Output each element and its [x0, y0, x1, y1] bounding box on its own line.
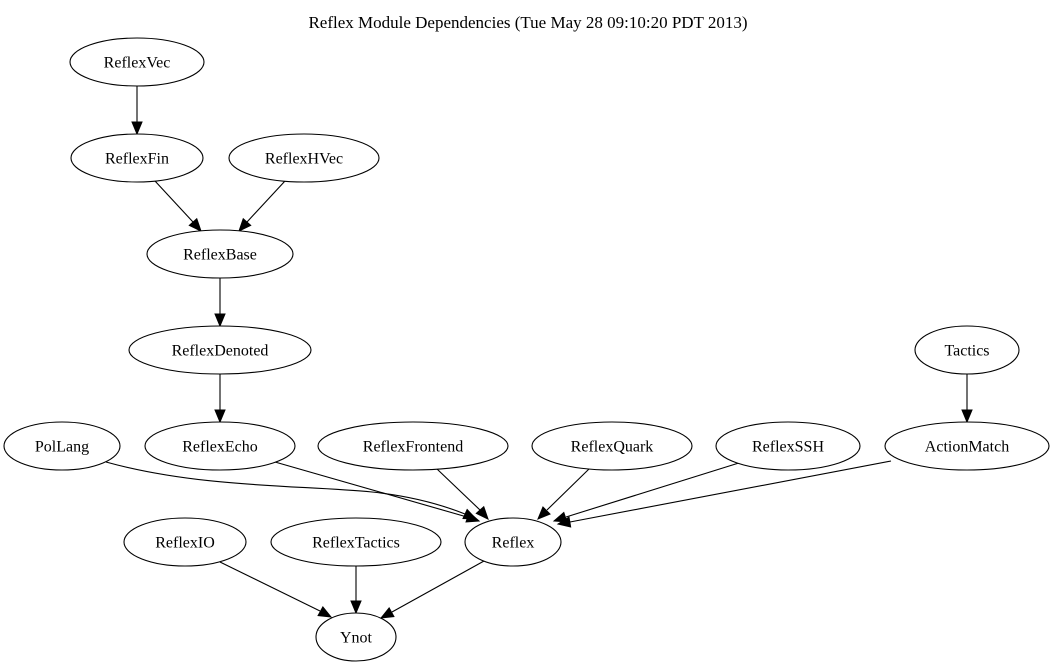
arrowhead-icon	[552, 511, 568, 523]
edge-reflexssh-to-reflex	[552, 461, 743, 523]
arrowhead-icon	[556, 516, 572, 528]
node-actionmatch-label: ActionMatch	[925, 439, 1009, 456]
node-reflextactics-shape	[270, 517, 442, 567]
node-pollang[interactable]: PolLang	[3, 421, 121, 471]
edge-line	[436, 468, 481, 511]
node-ynot[interactable]: Ynot	[315, 612, 397, 662]
node-ynot-shape	[315, 612, 397, 662]
edge-tactics-to-actionmatch	[961, 374, 973, 424]
node-pollang-shape	[3, 421, 121, 471]
edge-reflexvec-to-reflexfin	[131, 86, 143, 136]
arrowhead-icon	[238, 217, 252, 232]
edge-line	[274, 461, 468, 518]
edge-reflexbase-to-reflexdenoted	[214, 278, 226, 328]
arrowhead-icon	[214, 313, 226, 328]
node-reflexdenoted-label: ReflexDenoted	[172, 343, 269, 360]
node-reflextactics-label: ReflexTactics	[312, 535, 400, 552]
node-reflexio-label: ReflexIO	[155, 535, 215, 552]
node-reflexfin-shape	[70, 133, 204, 183]
arrowhead-icon	[379, 606, 395, 619]
nodes-layer: ReflexVec ReflexFin ReflexHVec ReflexBas…	[3, 37, 1050, 662]
node-reflexecho-shape	[144, 421, 296, 471]
node-reflextactics[interactable]: ReflexTactics	[270, 517, 442, 567]
node-reflexio[interactable]: ReflexIO	[123, 517, 247, 567]
edge-reflextactics-to-ynot	[350, 566, 362, 615]
node-reflexssh-label: ReflexSSH	[752, 439, 824, 456]
node-reflexio-shape	[123, 517, 247, 567]
edge-reflexfrontend-to-reflex	[436, 468, 489, 520]
node-reflex[interactable]: Reflex	[464, 517, 562, 567]
node-reflexecho[interactable]: ReflexEcho	[144, 421, 296, 471]
node-reflexfrontend[interactable]: ReflexFrontend	[317, 421, 509, 471]
node-reflexssh[interactable]: ReflexSSH	[715, 421, 861, 471]
node-pollang-label: PolLang	[35, 439, 89, 456]
node-reflexbase[interactable]: ReflexBase	[146, 229, 294, 279]
node-tactics[interactable]: Tactics	[914, 325, 1020, 375]
node-reflexquark-shape	[531, 421, 693, 471]
node-reflexssh-shape	[715, 421, 861, 471]
node-reflexvec[interactable]: ReflexVec	[69, 37, 205, 87]
edge-reflexecho-to-reflex	[274, 461, 481, 523]
arrowhead-icon	[350, 600, 362, 615]
node-tactics-shape	[914, 325, 1020, 375]
edge-line	[569, 460, 892, 523]
node-reflexhvec-label: ReflexHVec	[265, 151, 343, 168]
node-reflex-label: Reflex	[492, 535, 535, 552]
edge-pollang-to-reflex	[105, 461, 478, 520]
edge-line	[219, 561, 321, 612]
node-reflexquark[interactable]: ReflexQuark	[531, 421, 693, 471]
node-reflexbase-shape	[146, 229, 294, 279]
node-actionmatch-shape	[884, 421, 1050, 471]
node-reflex-shape	[464, 517, 562, 567]
node-reflexdenoted-shape	[128, 325, 312, 375]
edge-line	[546, 468, 590, 511]
node-reflexfin[interactable]: ReflexFin	[70, 133, 204, 183]
node-reflexvec-shape	[69, 37, 205, 87]
edge-reflexdenoted-to-reflexecho	[214, 374, 226, 424]
edges-layer	[105, 86, 973, 619]
node-reflexfrontend-shape	[317, 421, 509, 471]
arrowhead-icon	[465, 511, 481, 523]
edge-line	[105, 461, 466, 515]
edge-line	[246, 180, 286, 223]
node-reflexhvec-shape	[228, 133, 380, 183]
edge-reflexhvec-to-reflexbase	[238, 180, 286, 232]
node-reflexhvec[interactable]: ReflexHVec	[228, 133, 380, 183]
node-reflexvec-label: ReflexVec	[104, 55, 171, 72]
graph-title: Reflex Module Dependencies (Tue May 28 0…	[308, 13, 747, 32]
edge-line	[154, 180, 194, 223]
arrowhead-icon	[188, 217, 202, 232]
edge-reflexfin-to-reflexbase	[154, 180, 202, 232]
node-reflexquark-label: ReflexQuark	[571, 439, 654, 456]
arrowhead-icon	[317, 605, 333, 618]
node-reflexfrontend-label: ReflexFrontend	[363, 439, 463, 456]
node-reflexbase-label: ReflexBase	[183, 247, 257, 264]
edge-line	[391, 560, 485, 613]
node-ynot-label: Ynot	[340, 630, 373, 647]
arrowhead-icon	[961, 409, 973, 424]
node-reflexdenoted[interactable]: ReflexDenoted	[128, 325, 312, 375]
arrowhead-icon	[214, 409, 226, 424]
node-tactics-label: Tactics	[944, 343, 989, 360]
arrowhead-icon	[537, 506, 551, 520]
arrowhead-icon	[475, 505, 489, 520]
node-reflexfin-label: ReflexFin	[105, 151, 169, 168]
arrowhead-icon	[131, 121, 143, 136]
edge-actionmatch-to-reflex	[556, 460, 892, 528]
node-reflexecho-label: ReflexEcho	[182, 439, 258, 456]
edge-line	[565, 461, 743, 518]
edge-reflexio-to-ynot	[219, 561, 333, 618]
node-actionmatch[interactable]: ActionMatch	[884, 421, 1050, 471]
edge-reflexquark-to-reflex	[537, 468, 590, 520]
edge-reflex-to-ynot	[379, 560, 485, 619]
